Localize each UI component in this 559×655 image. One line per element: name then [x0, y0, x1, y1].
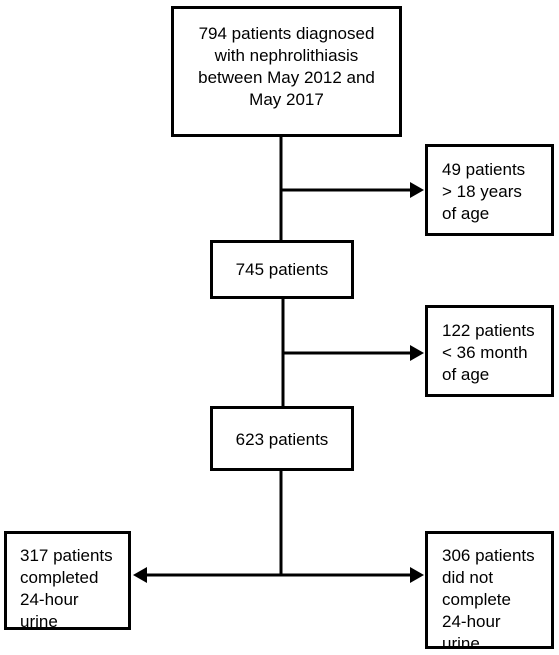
not-completed-urine-box: 306 patients did not complete 24-hour ur…	[425, 531, 554, 653]
completed-urine-box-text: 317 patients completed 24-hour urine	[20, 546, 113, 631]
remaining-745-box: 745 patients	[210, 240, 354, 299]
exclusion-box-age-under-36-months: 122 patients < 36 month of age	[425, 305, 554, 397]
arrowhead-completed	[133, 567, 147, 583]
start-box-text: 794 patients diagnosed with nephrolithia…	[198, 24, 375, 109]
remaining-623-box: 623 patients	[210, 406, 354, 471]
exclusion-box-age-over-18-text: 49 patients > 18 years of age	[442, 160, 526, 223]
arrowhead-exclusion-1	[410, 182, 424, 198]
arrowhead-not-completed	[410, 567, 424, 583]
completed-urine-box: 317 patients completed 24-hour urine	[4, 531, 131, 631]
remaining-623-box-text: 623 patients	[235, 430, 329, 449]
exclusion-box-age-over-18: 49 patients > 18 years of age	[425, 144, 554, 236]
not-completed-urine-box-text: 306 patients did not complete 24-hour ur…	[442, 546, 535, 653]
remaining-745-box-text: 745 patients	[235, 260, 329, 279]
arrowhead-exclusion-2	[410, 345, 424, 361]
exclusion-box-age-under-36-months-text: 122 patients < 36 month of age	[442, 321, 535, 384]
start-box: 794 patients diagnosed with nephrolithia…	[171, 6, 402, 137]
